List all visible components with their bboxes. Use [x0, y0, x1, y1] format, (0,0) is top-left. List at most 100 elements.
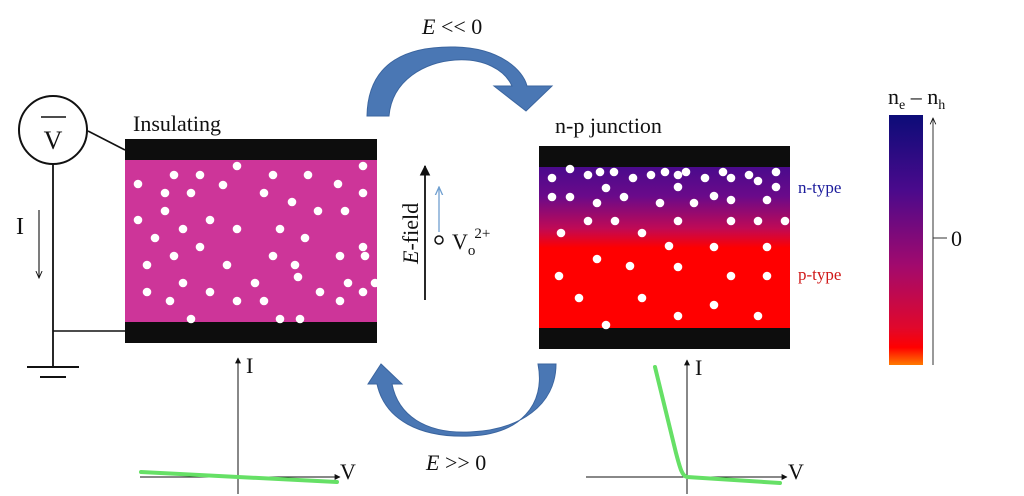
vacancy-dot — [303, 170, 313, 180]
current-label: I — [16, 214, 24, 240]
colorbar-legend: ne – nh 0 — [888, 84, 962, 365]
vacancy-dot — [780, 216, 790, 226]
cb-n2: n — [927, 84, 938, 109]
vacancy-dot — [664, 241, 674, 251]
vacancy-dot — [609, 167, 619, 177]
vacancy-dot — [762, 242, 772, 252]
vacancy-dot — [370, 278, 380, 288]
vacancy-dot — [293, 272, 303, 282]
vacancy-dot — [689, 198, 699, 208]
vacancy-dot — [133, 215, 143, 225]
vacancy-dot — [619, 192, 629, 202]
vacancy-dot — [673, 182, 683, 192]
vacancy-dot — [313, 206, 323, 216]
vacancy-dot — [275, 224, 285, 234]
vacancy-subscript: o — [468, 243, 476, 259]
vacancy-dot — [218, 180, 228, 190]
p-type-label: p-type — [798, 265, 841, 284]
bottom-electrode — [539, 328, 790, 349]
vacancy-dot — [343, 278, 353, 288]
vacancy-dot — [160, 188, 170, 198]
vacancy-dot — [169, 251, 179, 261]
field-symbol-E: E — [425, 450, 440, 475]
cb-n1: n — [888, 84, 899, 109]
insulating-panel: Insulating — [125, 111, 380, 343]
vacancy-dot — [565, 164, 575, 174]
vacancy-dot — [205, 287, 215, 297]
vacancy-dot — [195, 170, 205, 180]
vacancy-dot — [259, 188, 269, 198]
vacancy-dot — [232, 296, 242, 306]
field-symbol-E: E — [421, 14, 436, 39]
vacancy-dot — [673, 216, 683, 226]
e-field-rest: -field — [398, 203, 423, 251]
vacancy-dot — [186, 314, 196, 324]
vacancy-dot — [628, 173, 638, 183]
field-indicator: E-field Vo2+ — [398, 164, 490, 300]
vacancy-dot — [268, 251, 278, 261]
circuit: V I — [16, 95, 126, 378]
top-electrode — [539, 146, 790, 167]
insulating-title: Insulating — [133, 111, 221, 136]
vacancy-dot — [709, 300, 719, 310]
vacancy-dot — [592, 254, 602, 264]
iv-plot-insulating: I V — [139, 353, 356, 494]
np-junction-panel: n-p junction n-type p-type — [539, 113, 841, 349]
colorbar-zero-label: 0 — [951, 226, 962, 251]
cb-minus: – — [905, 84, 927, 109]
vacancy-dot — [268, 170, 278, 180]
vacancy-dot — [646, 170, 656, 180]
vacancy-dot — [583, 170, 593, 180]
vacancy-dot — [673, 311, 683, 321]
vacancy-dot — [637, 228, 647, 238]
vacancy-dot — [259, 296, 269, 306]
vacancy-dot — [547, 173, 557, 183]
vacancy-dot — [360, 251, 370, 261]
vacancy-dot — [358, 188, 368, 198]
bottom-condition-label: E >> 0 — [425, 450, 486, 475]
vacancy-dot — [150, 233, 160, 243]
vacancy-dot — [592, 198, 602, 208]
vacancy-dot — [169, 170, 179, 180]
vacancy-dot — [222, 260, 232, 270]
vacancy-dot — [625, 261, 635, 271]
voltmeter-symbol: V — [44, 126, 63, 155]
vacancy-dot — [709, 191, 719, 201]
vacancy-dot — [290, 260, 300, 270]
vacancy-dot — [358, 287, 368, 297]
vacancy-dot — [574, 293, 584, 303]
bottom-condition-rest: >> 0 — [439, 450, 486, 475]
vacancy-dot — [718, 167, 728, 177]
vacancy-label: Vo2+ — [452, 226, 490, 259]
vacancy-V: V — [452, 229, 468, 254]
vacancy-dot — [726, 216, 736, 226]
vacancy-dot — [726, 173, 736, 183]
e-field-label: E-field — [398, 203, 423, 265]
vacancy-dot — [673, 170, 683, 180]
vacancy-dot — [565, 192, 575, 202]
transition-arrow-forward: E << 0 — [366, 14, 554, 117]
iv-x-label: V — [340, 459, 356, 484]
vacancy-dot — [133, 179, 143, 189]
oxygen-vacancy-dots — [133, 161, 380, 324]
vacancy-dot — [186, 188, 196, 198]
curved-arrow-forward-icon — [366, 46, 554, 117]
vacancy-dot — [744, 170, 754, 180]
iv-plot-junction: I V — [586, 355, 804, 494]
vacancy-dot — [753, 176, 763, 186]
vacancy-dot — [142, 287, 152, 297]
vacancy-dot — [195, 242, 205, 252]
iv-x-label: V — [788, 459, 804, 484]
oxygen-vacancy-dots — [547, 164, 790, 330]
vacancy-dot — [205, 215, 215, 225]
vacancy-dot — [160, 206, 170, 216]
vacancy-dot — [335, 296, 345, 306]
iv-curve-linear — [139, 470, 339, 484]
vacancy-dot — [333, 179, 343, 189]
vacancy-dot — [554, 271, 564, 281]
vacancy-dot — [178, 278, 188, 288]
vacancy-dot — [232, 161, 242, 171]
vacancy-dot — [655, 198, 665, 208]
e-field-E: E — [398, 250, 423, 265]
